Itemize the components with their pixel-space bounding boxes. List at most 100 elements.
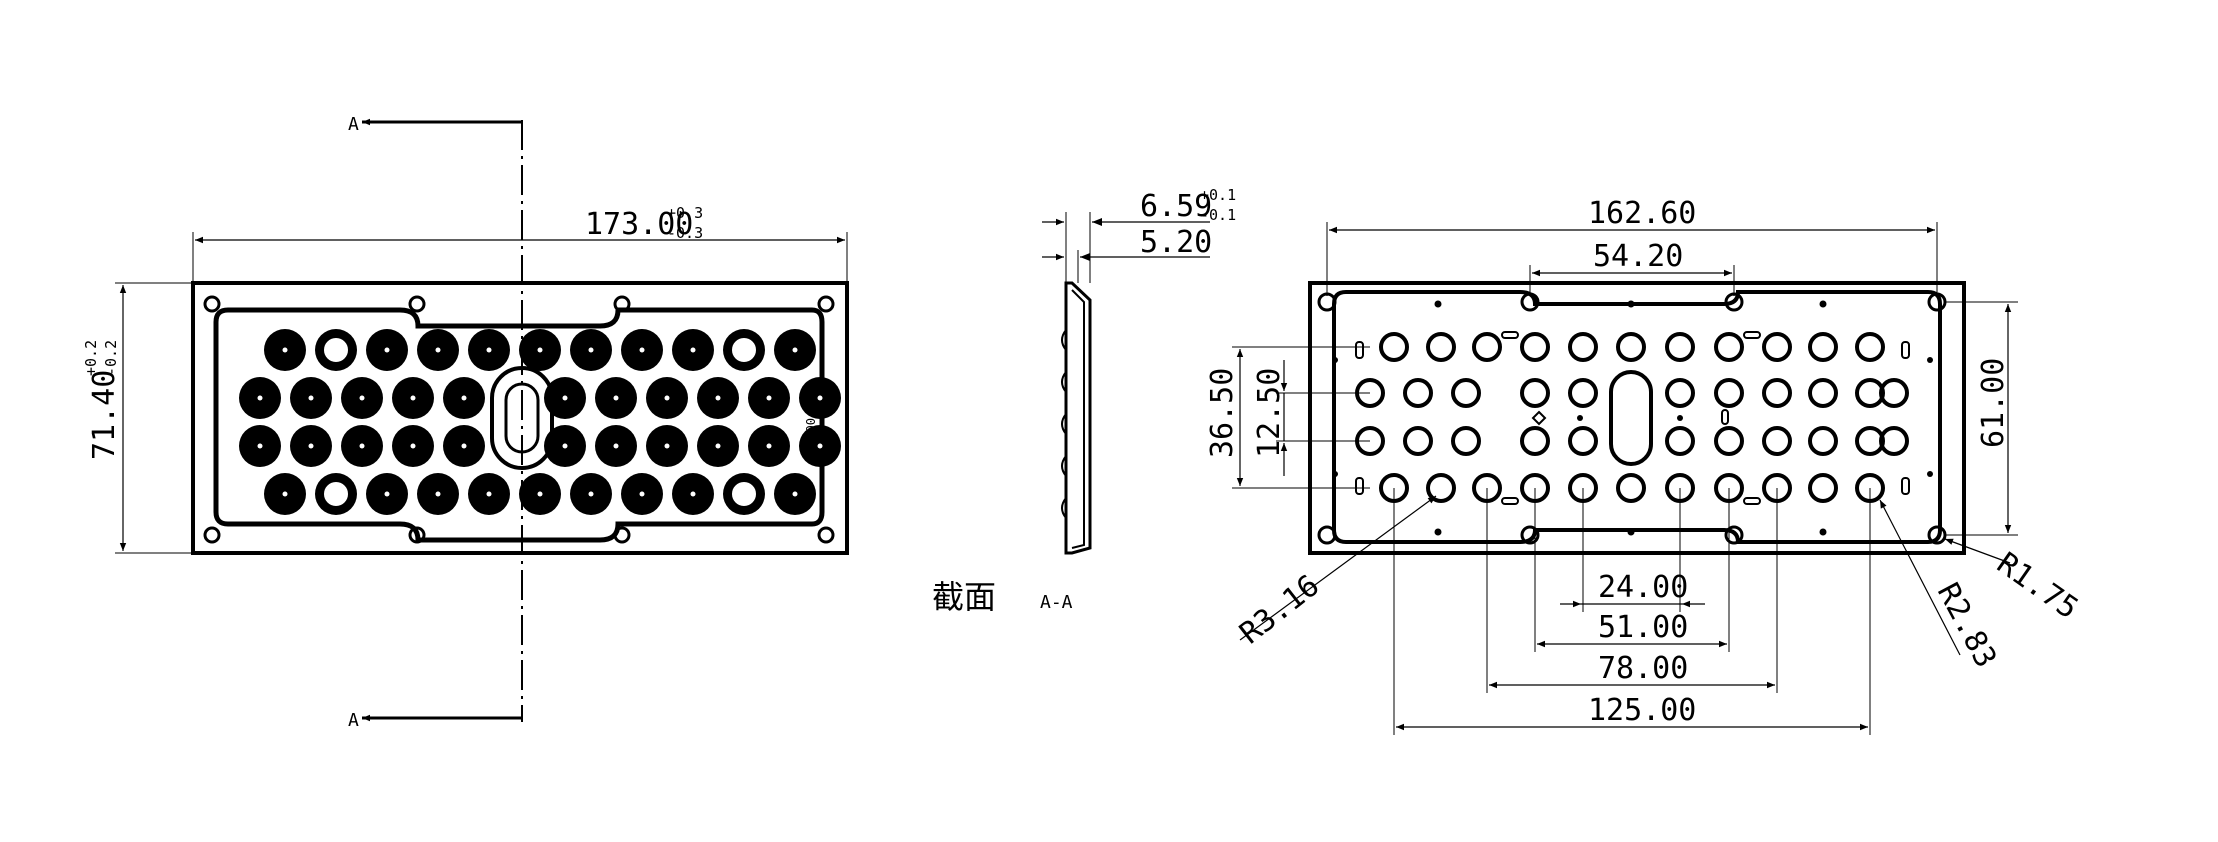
lens-seat-ring: [1879, 426, 1909, 456]
leader-r-hole: [1879, 499, 1961, 656]
lens-seat-ring: [1616, 332, 1646, 362]
lens-element: [697, 377, 739, 419]
dim-length-tol-upper: +0.3: [667, 204, 703, 222]
lens-seat-ring: [1568, 332, 1598, 362]
lens-element: [315, 329, 357, 371]
leader-r-corner: [1944, 538, 2011, 564]
lens-element: [443, 377, 485, 419]
front-view: A A 000 173.00 +0.3 -0.3: [82, 114, 849, 731]
lens-element: [315, 473, 357, 515]
dim-height-tol-lower: -0.2: [102, 340, 120, 376]
lens-element: [290, 425, 332, 467]
lens-seat-ring: [1379, 332, 1409, 362]
lens-element: [748, 377, 790, 419]
lens-seat-ring: [1403, 426, 1433, 456]
back-plate-outline: [1308, 281, 1966, 555]
back-mounting-holes: [1317, 292, 1947, 545]
dim-height-inner: 12.50: [1252, 368, 1287, 458]
lens-element: [723, 473, 765, 515]
dim-height-tol-upper: +0.2: [82, 340, 100, 376]
lens-seat-ring: [1403, 378, 1433, 408]
lens-element: [544, 377, 586, 419]
radius-hole: R2.83: [1930, 577, 2003, 673]
lens-element: [621, 473, 663, 515]
lens-seat-ring: [1426, 332, 1456, 362]
leader-r-lens: [1239, 495, 1437, 641]
section-view: 6.59 +0.1 -0.1 5.20 截面 A-A: [932, 186, 1236, 616]
dim-thickness: 6.59: [1140, 189, 1212, 224]
lens-grid: [239, 329, 841, 515]
dim-length-tol-lower: -0.3: [667, 224, 703, 242]
dim-height-left: 36.50: [1205, 368, 1240, 458]
lens-seat-ring: [1808, 426, 1838, 456]
lens-seat-ring: [1762, 332, 1792, 362]
dim-h3: 78.00: [1598, 651, 1688, 686]
lens-element: [239, 377, 281, 419]
lens-seat-ring: [1714, 426, 1744, 456]
lens-element: [697, 425, 739, 467]
dim-height: 71.40: [87, 370, 122, 460]
lens-seat-ring: [1808, 473, 1838, 503]
dim-height-right: 61.00: [1976, 358, 2011, 448]
dim-inner-span: 54.20: [1593, 239, 1683, 274]
lens-element: [646, 425, 688, 467]
lens-seat-ring: [1472, 332, 1502, 362]
lens-seat-ring: [1808, 378, 1838, 408]
lens-element: [392, 377, 434, 419]
lens-element: [341, 377, 383, 419]
section-marker-bottom: A: [348, 710, 359, 731]
lens-element: [544, 425, 586, 467]
dim-inner-thickness: 5.20: [1140, 225, 1212, 260]
lens-seat-ring: [1714, 332, 1744, 362]
lens-element: [468, 473, 510, 515]
lens-seat-ring: [1762, 378, 1792, 408]
lens-seat-ring: [1520, 332, 1550, 362]
lens-element: [774, 473, 816, 515]
section-caption-label: A-A: [1040, 592, 1073, 613]
lens-seat-ring: [1665, 378, 1695, 408]
lens-element: [264, 329, 306, 371]
lens-element: [392, 425, 434, 467]
lens-seat-ring: [1665, 332, 1695, 362]
lens-element: [366, 329, 408, 371]
front-plate-inner-contour: [213, 307, 825, 543]
lens-seat-ring: [1714, 378, 1744, 408]
lens-element: [239, 425, 281, 467]
dim-h2: 51.00: [1598, 610, 1688, 645]
lens-element: [341, 425, 383, 467]
lens-element: [646, 377, 688, 419]
lens-element: [366, 473, 408, 515]
bottom-dim-extensions: [1393, 488, 1871, 735]
lens-seat-ring: [1665, 426, 1695, 456]
lens-element: [443, 425, 485, 467]
lens-element: [264, 473, 306, 515]
lens-element: [748, 425, 790, 467]
lens-seat-ring: [1762, 426, 1792, 456]
dim-length: 173.00: [585, 207, 693, 242]
lens-element: [774, 329, 816, 371]
small-slots: [1355, 331, 1910, 505]
lens-element: [519, 473, 561, 515]
section-marker-top: A: [348, 114, 359, 135]
lens-seat-ring: [1879, 378, 1909, 408]
lens-element: [799, 377, 841, 419]
front-center-slot: [490, 366, 554, 470]
dim-width: 162.60: [1588, 196, 1696, 231]
lens-element: [570, 329, 612, 371]
lens-seat-ring: [1568, 378, 1598, 408]
front-side-mark: 000: [803, 418, 817, 440]
dim-thickness-tol-lower: -0.1: [1200, 206, 1236, 224]
back-center-slot: [1609, 370, 1653, 466]
lens-element: [468, 329, 510, 371]
dim-h1: 24.00: [1598, 570, 1688, 605]
lens-seat-ring: [1520, 378, 1550, 408]
lens-seat-ring: [1451, 378, 1481, 408]
dim-thickness-tol-upper: +0.1: [1200, 186, 1236, 204]
lens-element: [519, 329, 561, 371]
lens-seat-ring: [1520, 426, 1550, 456]
back-view: 162.60 54.20 36.50 12.50 61.00: [1205, 196, 2084, 735]
front-mounting-holes: [203, 295, 835, 544]
lens-element: [672, 329, 714, 371]
lens-element: [723, 329, 765, 371]
